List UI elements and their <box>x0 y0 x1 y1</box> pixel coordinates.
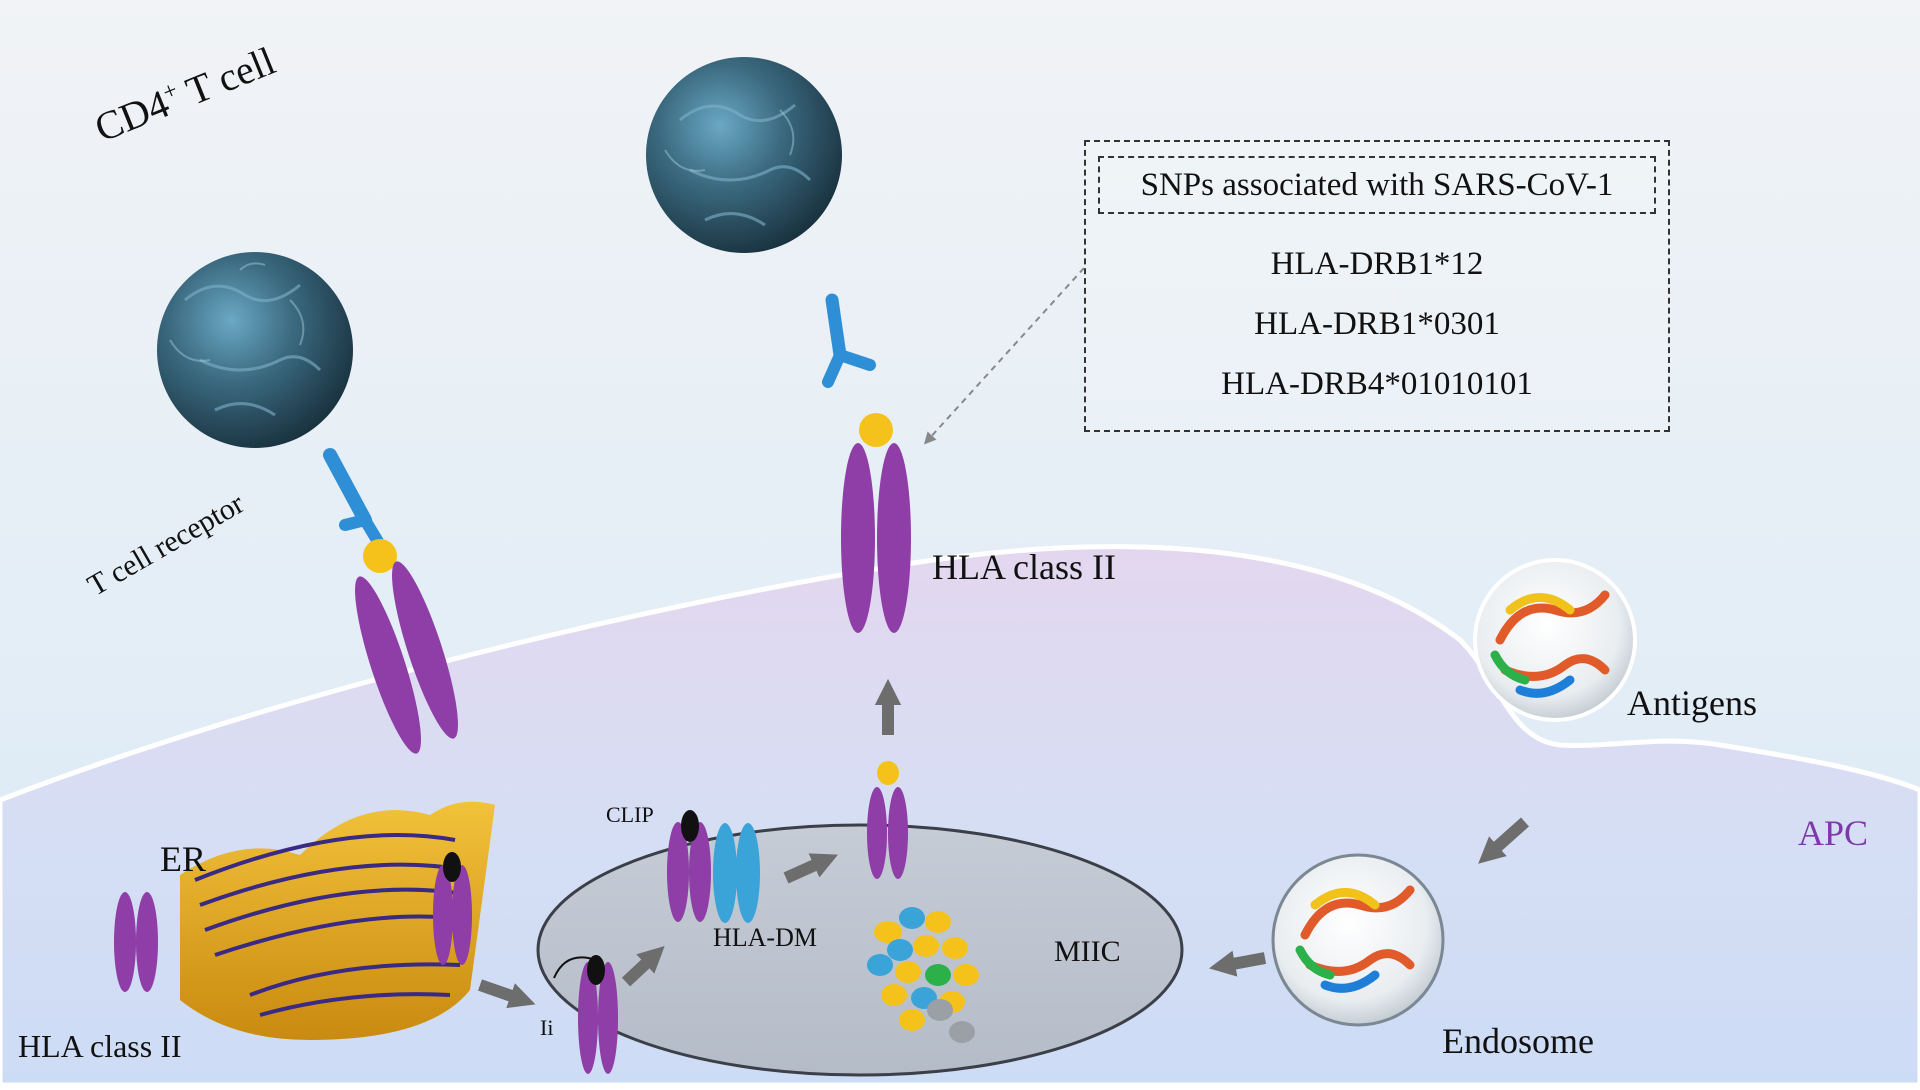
t-cell-receptor-left <box>323 448 386 551</box>
flow-arrow <box>783 853 839 884</box>
apc-label: APC <box>1798 813 1869 853</box>
hla-class-ii-er-right <box>433 852 472 965</box>
snp-pointer-line <box>923 267 1085 445</box>
antigens-label: Antigens <box>1627 683 1757 723</box>
hla-class-ii-left <box>355 539 458 754</box>
flow-arrow <box>621 946 665 987</box>
t-cell-receptor-top <box>822 293 876 388</box>
hla-class-ii-surface-label: HLA class II <box>932 547 1116 587</box>
snp-item: HLA-DRB1*0301 <box>1254 306 1500 342</box>
er-label: ER <box>160 839 207 879</box>
miic-label: MIIC <box>1054 935 1121 968</box>
hla-class-ii-surface <box>841 413 911 633</box>
ii-label: Ii <box>540 1015 554 1040</box>
snp-info-box: SNPs associated with SARS-CoV-1 HLA-DRB1… <box>1084 140 1670 432</box>
endoplasmic-reticulum <box>180 801 495 1040</box>
flow-arrow <box>1478 817 1529 864</box>
hla-dm-label: HLA-DM <box>713 923 817 952</box>
peptide-fragments <box>867 907 979 1043</box>
flow-arrows <box>478 678 1529 1009</box>
flow-arrow <box>478 979 536 1009</box>
antigen-vesicle <box>1473 558 1637 722</box>
snp-item: HLA-DRB1*12 <box>1270 246 1484 282</box>
hla-ii-complex <box>553 955 618 1074</box>
cd4-t-cell-top <box>646 57 842 253</box>
hla-clip-dm-complex <box>667 810 760 923</box>
clip-label: CLIP <box>606 802 654 827</box>
snp-item: HLA-DRB4*01010101 <box>1221 366 1533 402</box>
hla-peptide-loaded <box>867 761 908 879</box>
hla-class-ii-er-label: HLA class II <box>18 1028 182 1064</box>
endosome-vesicle <box>1271 853 1445 1027</box>
flow-arrow <box>1209 950 1267 977</box>
snp-title-box: SNPs associated with SARS-CoV-1 <box>1098 156 1656 214</box>
cd4-t-cell-left <box>157 252 353 448</box>
snp-title: SNPs associated with SARS-CoV-1 <box>1140 166 1614 203</box>
endosome-label: Endosome <box>1442 1021 1594 1061</box>
hla-class-ii-er-left <box>114 892 158 992</box>
